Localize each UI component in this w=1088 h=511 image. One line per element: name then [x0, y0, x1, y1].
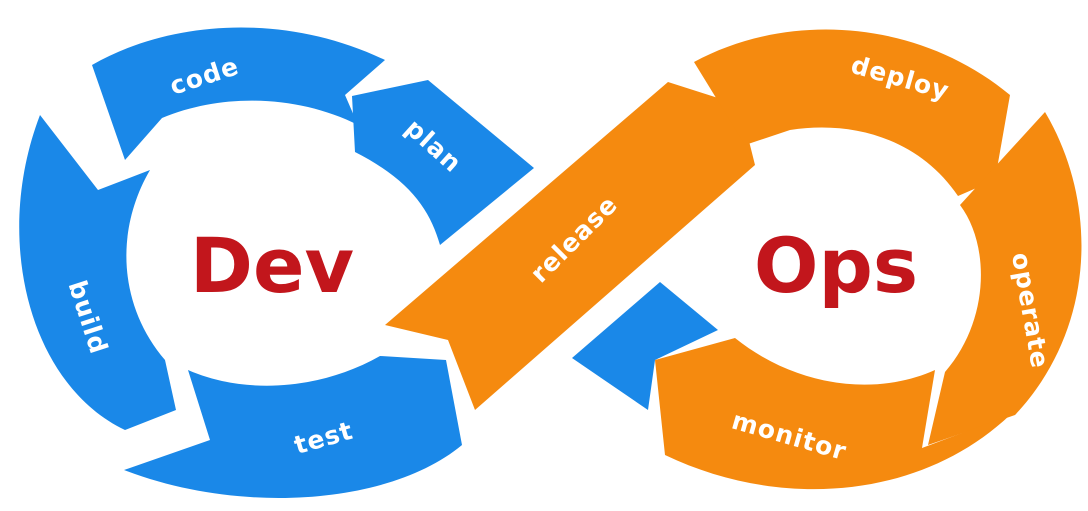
- title-ops: Ops: [754, 221, 918, 310]
- segment-plan: [352, 80, 534, 245]
- dev-loop: [19, 27, 534, 498]
- segment-test: [124, 356, 462, 498]
- ops-loop: [385, 29, 1082, 490]
- title-dev: Dev: [190, 221, 354, 310]
- segment-code: [92, 27, 385, 160]
- segment-monitor: [655, 338, 1010, 490]
- segment-deploy: [694, 29, 1010, 196]
- segment-operate: [928, 112, 1082, 445]
- segment-return-arrow: [572, 282, 718, 410]
- segment-build: [19, 115, 176, 430]
- segment-release: [385, 82, 755, 410]
